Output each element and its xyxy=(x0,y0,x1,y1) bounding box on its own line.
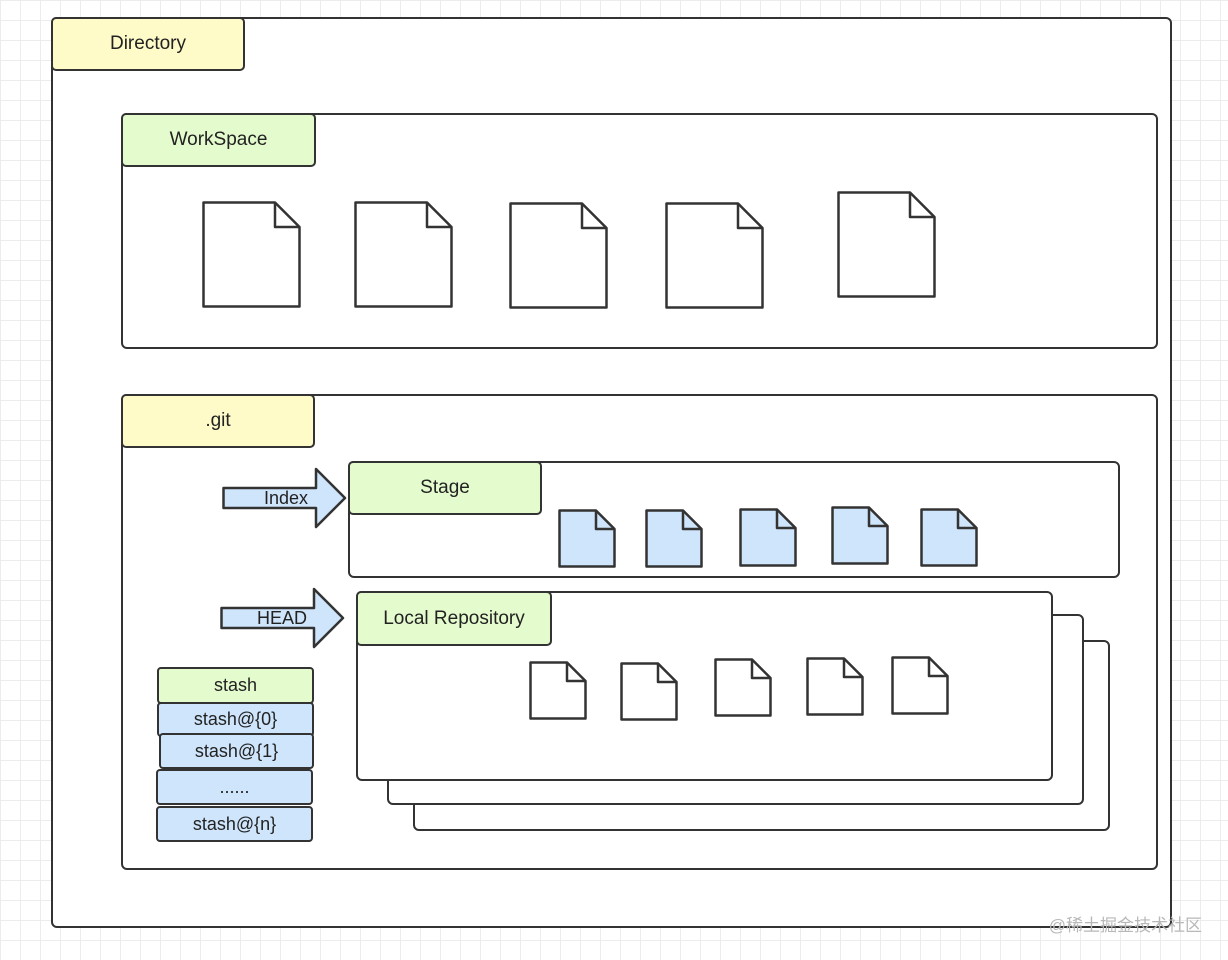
repository-file-icon xyxy=(806,657,864,716)
watermark: @稀土掘金技术社区 xyxy=(1048,916,1202,935)
workspace-label: WorkSpace xyxy=(121,113,316,167)
index-arrow-label: Index xyxy=(263,487,309,508)
repository-file-icon xyxy=(891,656,949,715)
local-repository-label: Local Repository xyxy=(356,591,552,646)
stash-entry: stash@{1} xyxy=(159,733,314,769)
repository-file-icon xyxy=(714,658,772,717)
staged-file-icon xyxy=(645,509,703,568)
workspace-file-icon xyxy=(837,191,936,298)
directory-label: Directory xyxy=(51,17,245,71)
stash-entry: stash@{0} xyxy=(157,702,314,737)
staged-file-icon xyxy=(831,506,889,565)
staged-file-icon xyxy=(558,509,616,568)
workspace-file-icon xyxy=(509,202,608,309)
stage-label: Stage xyxy=(348,461,542,515)
workspace-file-icon xyxy=(202,201,301,308)
head-arrow-label: HEAD xyxy=(256,607,307,628)
stash-entry: stash@{n} xyxy=(156,806,313,842)
workspace-file-icon xyxy=(665,202,764,309)
index-arrow-icon xyxy=(222,467,347,529)
staged-file-icon xyxy=(739,508,797,567)
repository-file-icon xyxy=(529,661,587,720)
head-arrow-icon xyxy=(220,587,345,649)
git-label: .git xyxy=(121,394,315,448)
repository-file-icon xyxy=(620,662,678,721)
workspace-file-icon xyxy=(354,201,453,308)
stash-entry-ellipsis: ...... xyxy=(156,769,313,805)
stash-header: stash xyxy=(157,667,314,704)
staged-file-icon xyxy=(920,508,978,567)
